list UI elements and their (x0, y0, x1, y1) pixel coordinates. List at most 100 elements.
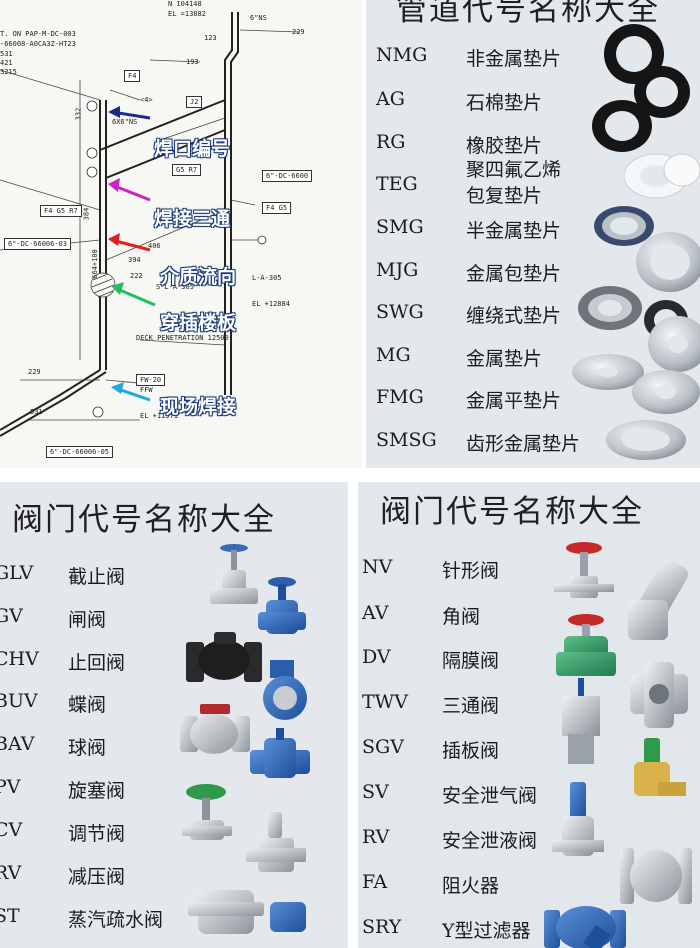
valve-code: PV (0, 776, 21, 798)
three-way-valve-icon (630, 662, 688, 728)
marker-f4-top: F4 (124, 70, 141, 82)
marker-fw20: FW-20 (136, 374, 166, 386)
valve-name: 角阀 (442, 606, 481, 628)
metal-jacket-gasket-icon (636, 232, 700, 292)
valve-code: BAV (0, 733, 35, 755)
ptfe-gasket-icon (623, 153, 700, 199)
serrated-gasket-icon (606, 420, 686, 460)
note-el11971: EL +11971 (140, 412, 178, 420)
valve-title-right: 阀门代号名称大全 (380, 494, 644, 530)
valve-illustrations-left (180, 544, 310, 934)
valve-code: AV (362, 602, 389, 624)
ref-line-4: 421 (0, 59, 13, 67)
metal-washer-icon (572, 316, 700, 414)
safety-gas-valve-icon (634, 738, 686, 796)
valve-code: SV (362, 781, 389, 803)
gasket-code: NMG (376, 44, 428, 66)
valve-name: 蒸汽疏水阀 (68, 909, 164, 931)
gasket-code: MG (376, 344, 411, 366)
valve-code: SRY (362, 916, 402, 938)
valve-code: GV (0, 605, 23, 627)
gasket-code: FMG (376, 386, 424, 408)
valve-name: 针形阀 (442, 560, 500, 582)
valve-name: 三通阀 (442, 695, 500, 717)
gasket-code: RG (376, 131, 406, 153)
marker-f4g5r7: F4 G5 R7 (40, 205, 82, 217)
dim-222: 222 (130, 272, 143, 280)
valve-name: 蝶阀 (68, 694, 107, 716)
valve-name: 插板阀 (442, 740, 500, 762)
ref-line-5: 3215 (0, 68, 17, 76)
label-weld-tee: 焊接三通 (154, 208, 231, 230)
valve-illustrations-right (544, 542, 692, 948)
valve-code: CHV (0, 648, 39, 670)
marker-4: <4> (140, 96, 153, 104)
gasket-code: SMSG (376, 429, 437, 451)
gasket-illustrations (572, 24, 700, 460)
gasket-code: AG (376, 88, 405, 110)
gasket-name: 齿形金属垫片 (466, 433, 581, 455)
note-el12884: EL +12884 (252, 300, 290, 308)
coord-elevation: EL =13882 (168, 10, 206, 18)
valve-name: 旋塞阀 (68, 780, 126, 802)
ball-valve-icon (180, 704, 250, 754)
gasket-code: SMG (376, 216, 424, 238)
marker-ffw: FFW (140, 386, 153, 394)
ref-line-1: T. ON PAP-M-DC-003 (0, 30, 76, 38)
butterfly-valve-icon (263, 660, 307, 720)
note-la305: L-A-305 (252, 274, 282, 282)
semi-metal-gasket-icon (594, 206, 654, 246)
valve-code: CV (0, 819, 23, 841)
valve-code: DV (362, 646, 391, 668)
gasket-name: 石棉垫片 (466, 92, 543, 114)
gasket-name-line2: 包复垫片 (466, 185, 543, 207)
valve-codes-panel-left: 阀门代号名称大全 GLV 截止阀 GV 闸阀 CHV 止回阀 BUV 蝶阀 BA… (0, 482, 348, 948)
valve-name: 安全泄液阀 (442, 830, 538, 852)
gate-valve-icon (258, 577, 306, 634)
gasket-name: 金属包垫片 (466, 263, 562, 285)
line-tag-bottom: 6"-DC-66006-05 (46, 446, 114, 458)
dim-394: 394 (128, 256, 141, 264)
valve-code: NV (362, 556, 393, 578)
valve-name: 调节阀 (68, 823, 126, 845)
marker-j2: J2 (186, 96, 203, 108)
marker-g5r7: G5 R7 (172, 164, 202, 176)
valve-name: 球阀 (68, 737, 107, 759)
valve-codes-panel-right: 阀门代号名称大全 NV 针形阀 AV 角阀 DV 隔膜阀 TWV 三通阀 SGV… (358, 482, 700, 948)
label-deck-penetration: 穿插楼板 (160, 312, 237, 334)
control-valve-icon (182, 784, 232, 840)
valve-code: FA (362, 871, 388, 893)
valve-code: GLV (0, 562, 34, 584)
valve-name: Y型过滤器 (442, 920, 531, 942)
valve-code: RV (0, 862, 22, 884)
isometric-linework (0, 12, 301, 437)
diaphragm-valve-icon (556, 614, 616, 676)
valve-name: 闸阀 (68, 609, 107, 631)
valve-name: 隔膜阀 (442, 650, 500, 672)
arrow-deck (114, 286, 156, 307)
gasket-name: 金属平垫片 (466, 390, 562, 412)
ref-line-2: -66008-A0CA3Z-HT23 (0, 40, 76, 48)
coord-north: N 104148 (168, 0, 202, 8)
pressure-reducing-valve-icon (246, 812, 306, 872)
valve-code: TWV (362, 691, 408, 713)
dim-664: 664+100 (90, 249, 99, 279)
gasket-name: 橡胶垫片 (466, 135, 543, 157)
dim-193: 193 (186, 58, 199, 66)
gasket-codes-panel: 管道代号名称大全 NMG 非金属垫片 AG 石棉垫片 RG 橡胶垫片 TEG 聚… (366, 0, 700, 468)
angle-valve-icon (628, 559, 689, 640)
gasket-title: 管道代号名称大全 (396, 0, 660, 28)
gasket-name: 金属垫片 (466, 348, 543, 370)
dim-384: 384 (82, 207, 91, 221)
globe-valve-icon (210, 544, 258, 604)
dim-229-bottom: 229 (28, 368, 41, 376)
gasket-code: SWG (376, 301, 424, 323)
note-sla305: S-L-A-305 (156, 283, 194, 291)
note-deck-penetration: DECK PENETRATION 12500 (136, 334, 229, 342)
gasket-code: MJG (376, 259, 419, 281)
marker-f4g5: F4 G5 (262, 202, 292, 214)
label-flow-direction: 介质流向 (160, 266, 237, 288)
gasket-name: 聚四氟乙烯 (466, 159, 562, 181)
y-strainer-icon (544, 906, 626, 948)
valve-name: 安全泄气阀 (442, 785, 538, 807)
